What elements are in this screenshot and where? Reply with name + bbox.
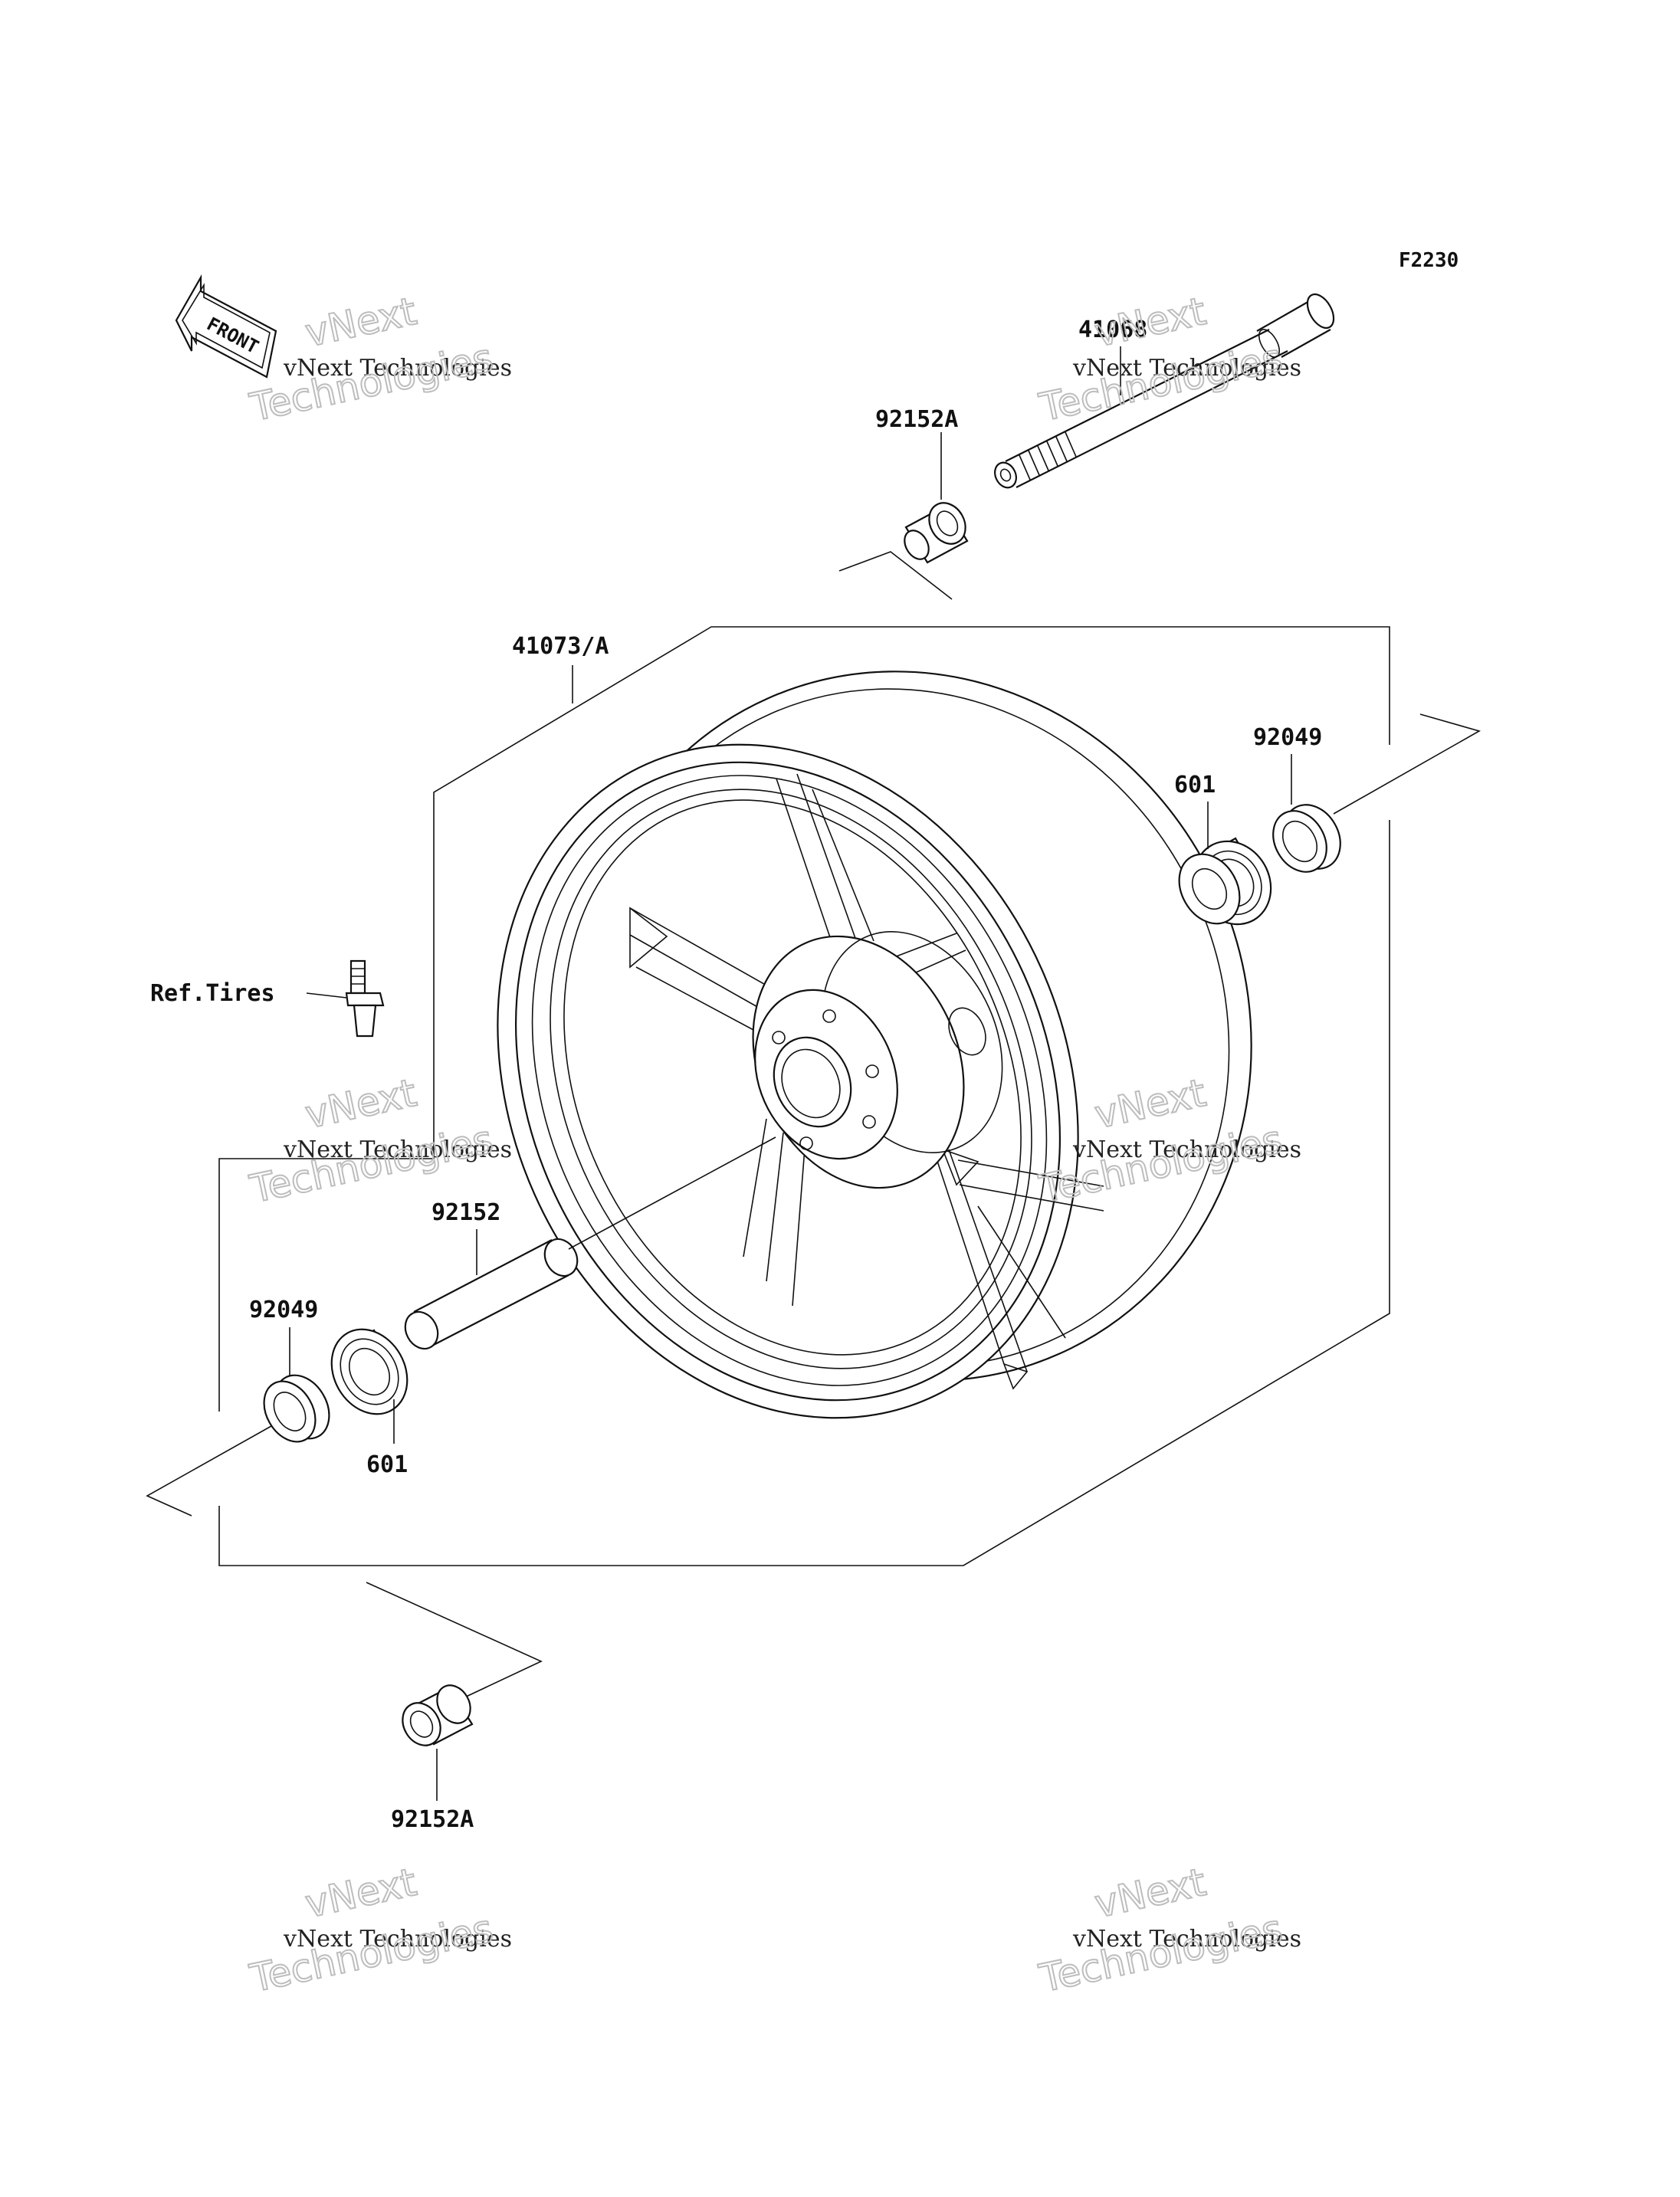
bearing-601-left	[330, 1328, 409, 1415]
label-ref-tires: Ref.Tires	[150, 980, 275, 1007]
valve-stem-icon	[345, 959, 385, 1038]
svg-text:Technologies: Technologies	[1035, 1907, 1286, 2002]
label-92152: 92152	[431, 1199, 500, 1226]
bracket-frame-left	[218, 1158, 434, 1412]
axis-line-bottom	[366, 1582, 543, 1699]
watermark-5: vNext vNext Technologies Technologies	[245, 1859, 512, 2002]
label-41073A: 41073/A	[512, 633, 609, 660]
svg-text:vNext: vNext	[1091, 289, 1209, 356]
svg-text:vNext Technologies: vNext Technologies	[1072, 1926, 1301, 1953]
axis-line-right	[1333, 713, 1481, 815]
svg-text:vNext: vNext	[301, 1860, 420, 1926]
seal-92049-left	[263, 1374, 330, 1443]
watermark-3: vNext vNext Technologies Technologies	[245, 1070, 512, 1212]
svg-text:vNext: vNext	[1091, 1071, 1209, 1137]
label-601-right: 601	[1174, 772, 1216, 798]
svg-text:vNext Technologies: vNext Technologies	[283, 1926, 512, 1953]
svg-text:vNext Technologies: vNext Technologies	[283, 355, 512, 382]
wheel-41073A	[497, 671, 1252, 1419]
svg-text:vNext Technologies: vNext Technologies	[1072, 355, 1301, 382]
leader-ref-tires	[306, 992, 347, 998]
watermark-2: vNext vNext Technologies Technologies	[1035, 288, 1301, 431]
svg-text:vNext Technologies: vNext Technologies	[283, 1136, 512, 1163]
watermark-6: vNext vNext Technologies Technologies	[1035, 1859, 1301, 2002]
svg-text:vNext: vNext	[301, 1071, 420, 1137]
svg-text:vNext: vNext	[301, 289, 420, 356]
bearing-601-right	[1178, 837, 1272, 926]
svg-text:Technologies: Technologies	[246, 336, 497, 431]
front-arrow-icon: FRONT	[175, 274, 277, 379]
spacer-92152A-top	[904, 502, 969, 564]
seal-92049-right	[1272, 804, 1341, 873]
label-92049-left: 92049	[249, 1297, 318, 1323]
svg-text:Technologies: Technologies	[246, 1117, 497, 1212]
label-41068: 41068	[1078, 316, 1147, 343]
label-92152A-top: 92152A	[875, 406, 958, 433]
label-601-left: 601	[366, 1451, 408, 1478]
watermark-1: vNext vNext Technologies Technologies	[245, 288, 512, 431]
axis-line-top	[838, 551, 953, 600]
axle-41068	[994, 293, 1335, 489]
spacer-92152A-bottom	[402, 1684, 474, 1746]
diagram-code: F2230	[1399, 249, 1459, 272]
svg-text:Technologies: Technologies	[246, 1907, 497, 2002]
svg-text:vNext: vNext	[1091, 1860, 1209, 1926]
svg-text:Technologies: Technologies	[1035, 336, 1286, 431]
svg-text:vNext Technologies: vNext Technologies	[1072, 1136, 1301, 1163]
label-92049-right: 92049	[1253, 724, 1322, 751]
spacer-92152	[404, 1238, 579, 1350]
bracket-frame-lower	[218, 820, 1390, 1566]
axis-line-left	[146, 1418, 284, 1517]
axis-line-inner	[568, 1136, 776, 1250]
label-92152A-bottom: 92152A	[391, 1806, 474, 1833]
bracket-frame-upper	[433, 626, 1390, 1159]
